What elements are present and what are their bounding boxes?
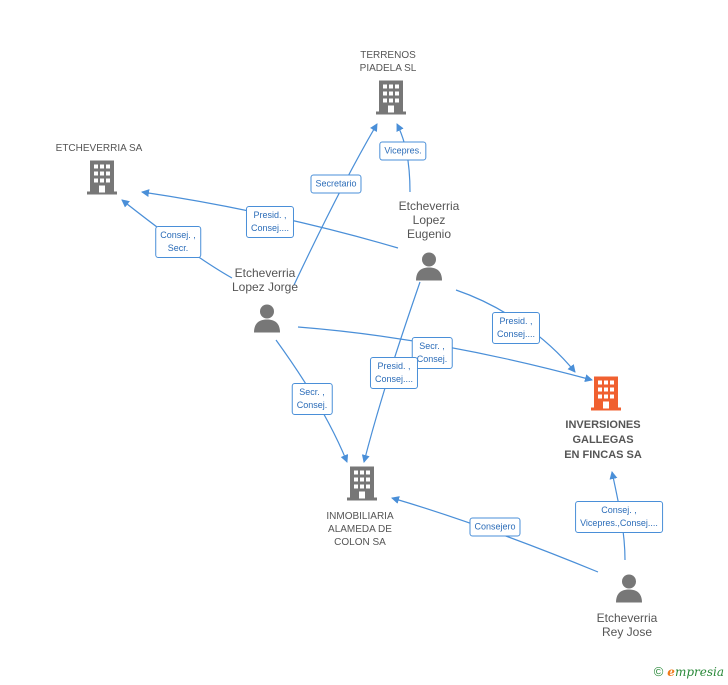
edge-jorge-terrenos	[293, 123, 378, 286]
edge-label-consej-vicepres[interactable]: Consej. , Vicepres.,Consej....	[575, 501, 663, 533]
edge-label-secr-consej-inversiones[interactable]: Secr. , Consej.	[411, 337, 453, 369]
node-label-inversiones[interactable]: INVERSIONES GALLEGAS EN FINCAS SA	[564, 419, 642, 461]
person-icon-jose[interactable]	[614, 573, 644, 608]
node-label-etcheverria-sa[interactable]: ETCHEVERRIA SA	[55, 143, 143, 154]
edge-label-vicepres[interactable]: Vicepres.	[379, 141, 427, 161]
node-label-jose[interactable]: Etcheverria Rey Jose	[596, 611, 658, 639]
edge-label-presid-consej-inmobiliaria[interactable]: Presid. , Consej....	[369, 357, 419, 389]
node-label-eugenio[interactable]: Etcheverria Lopez Eugenio	[398, 199, 460, 241]
edge-label-presid-consej-inversiones[interactable]: Presid. , Consej....	[491, 312, 541, 344]
edge-label-secr-consej-inmobiliaria[interactable]: Secr. , Consej.	[291, 383, 333, 415]
empresia-watermark[interactable]: © empresia	[654, 664, 724, 679]
building-icon-terrenos[interactable]	[376, 80, 406, 120]
edge-label-presid-consej-etcheverria-sa[interactable]: Presid. , Consej....	[245, 206, 295, 238]
edge-label-consej-secr[interactable]: Consej. , Secr.	[155, 226, 201, 258]
person-icon-jorge[interactable]	[252, 303, 282, 338]
building-icon-inversiones[interactable]	[591, 376, 621, 416]
edge-label-secretario[interactable]: Secretario	[310, 174, 362, 194]
person-icon-eugenio[interactable]	[414, 251, 444, 286]
node-label-jorge[interactable]: Etcheverria Lopez Jorge	[231, 266, 299, 294]
brand-e-letter: e	[667, 664, 675, 679]
brand-name: mpresia	[674, 664, 724, 679]
copyright-icon: ©	[653, 664, 664, 679]
node-label-inmobiliaria[interactable]: INMOBILIARIA ALAMEDA DE COLON SA	[326, 511, 394, 548]
building-icon-inmobiliaria[interactable]	[347, 466, 377, 506]
node-label-terrenos[interactable]: TERRENOS PIADELA SL	[359, 50, 417, 74]
edge-label-consejero[interactable]: Consejero	[469, 517, 521, 537]
building-icon-etcheverria-sa[interactable]	[87, 160, 117, 200]
